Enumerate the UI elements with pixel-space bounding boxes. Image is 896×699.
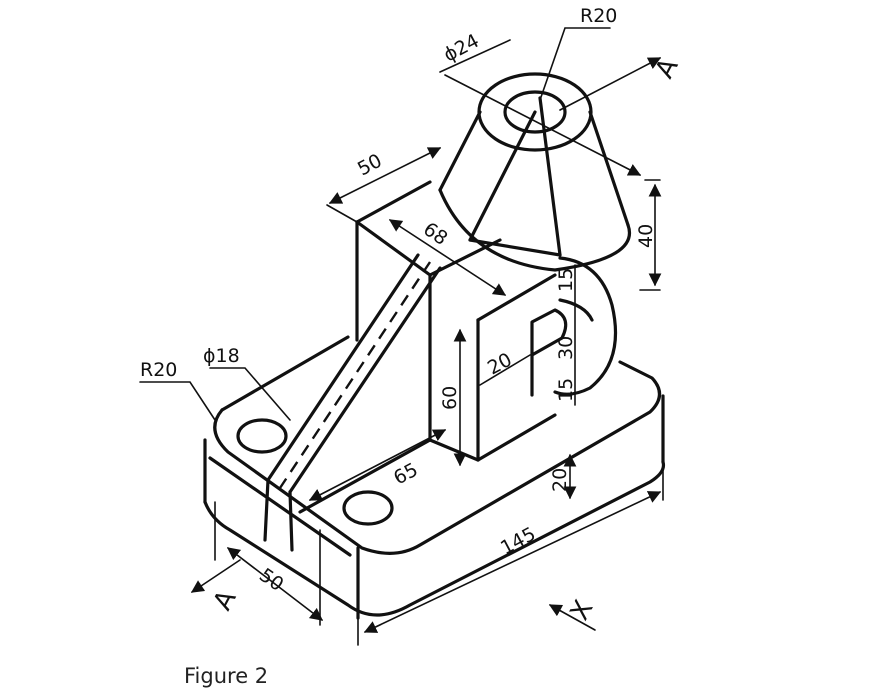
dim-r20-top: R20 bbox=[580, 5, 617, 27]
hole-left bbox=[236, 418, 288, 454]
cylinder-shoulder bbox=[553, 256, 618, 396]
dim-20-base: 20 bbox=[549, 468, 571, 492]
hole-right bbox=[342, 490, 394, 526]
section-label-a-bottom: A bbox=[208, 585, 243, 615]
dim-dia24: ϕ24 bbox=[440, 30, 483, 67]
view-label-x: X bbox=[565, 595, 600, 625]
dim-145: 145 bbox=[497, 523, 539, 559]
figure-caption: Figure 2 bbox=[184, 664, 269, 688]
dimension-labels: R20 ϕ24 50 68 40 15 30 15 20 60 ϕ18 R20 … bbox=[140, 5, 685, 625]
dim-65: 65 bbox=[390, 459, 422, 490]
dim-r20-left: R20 bbox=[140, 359, 177, 381]
dim-20-hole: 20 bbox=[484, 349, 516, 380]
cone-boss bbox=[438, 72, 631, 272]
section-label-a-top: A bbox=[650, 53, 685, 83]
dim-50-top: 50 bbox=[354, 150, 386, 181]
dim-68: 68 bbox=[419, 218, 451, 250]
dim-40: 40 bbox=[635, 224, 657, 248]
dim-30: 30 bbox=[555, 336, 577, 360]
dim-15-upper: 15 bbox=[555, 268, 577, 292]
dim-60: 60 bbox=[439, 386, 461, 410]
dimension-lines bbox=[139, 27, 664, 646]
rib bbox=[263, 253, 442, 552]
dim-dia18: ϕ18 bbox=[203, 345, 240, 367]
dim-50-bottom: 50 bbox=[255, 564, 287, 596]
dim-15-lower: 15 bbox=[555, 378, 577, 402]
slot-opening bbox=[530, 308, 568, 397]
